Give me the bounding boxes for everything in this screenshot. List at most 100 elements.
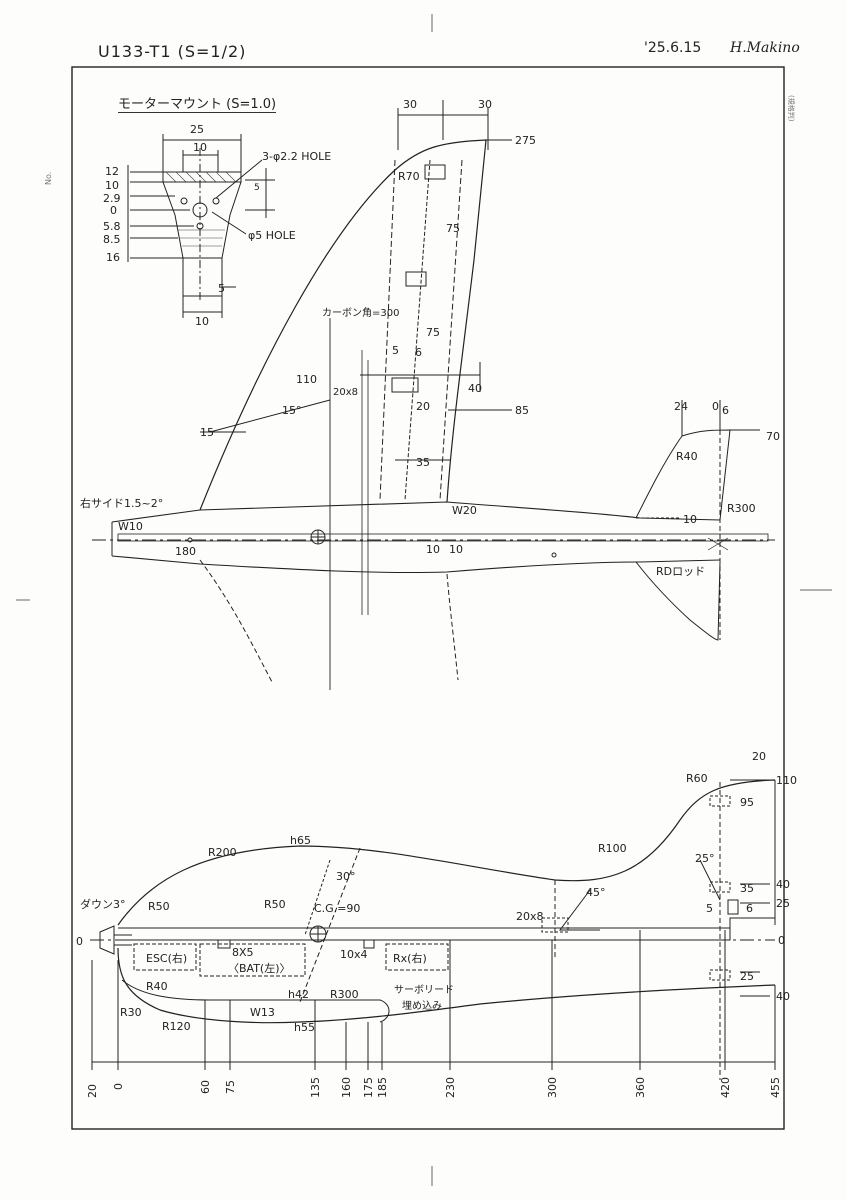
- label-10-a: 10: [426, 543, 440, 556]
- label-r70: R70: [398, 170, 420, 183]
- label-30-left: 30: [403, 98, 417, 111]
- side-label-6: 6: [746, 902, 753, 915]
- label-15: 15: [200, 426, 214, 439]
- side-label-8x5: 8X5: [232, 946, 254, 959]
- label-rd-rod: RDロッド: [656, 565, 705, 578]
- label-10-c: 10: [683, 513, 697, 526]
- side-label-10x4: 10x4: [340, 948, 368, 961]
- side-label-h65: h65: [290, 834, 311, 847]
- mm-hole-center-label: φ5 HOLE: [248, 229, 296, 242]
- mm-dim-10: 10: [105, 179, 119, 192]
- side-label-down-thrust: ダウン3°: [80, 897, 126, 911]
- label-r300-plan: R300: [727, 502, 756, 515]
- mm-dim-16: 16: [106, 251, 120, 264]
- side-label-95: 95: [740, 796, 754, 809]
- drawing-date: '25.6.15: [644, 40, 702, 56]
- station-20: 20: [86, 1084, 99, 1098]
- mm-dim-0: 0: [110, 204, 117, 217]
- label-75-b: 75: [426, 326, 440, 339]
- station-135: 135: [309, 1077, 322, 1098]
- mm-dim-2-9: 2.9: [103, 192, 121, 205]
- side-label-35: 35: [740, 882, 754, 895]
- label-carbon-rod: カーボン角=300: [322, 307, 399, 319]
- side-label-esc: ESC(右): [146, 951, 187, 965]
- side-label-45deg: 45°: [586, 886, 606, 899]
- label-275: 275: [515, 134, 536, 147]
- side-label-servo-lead: サーボリード: [394, 984, 454, 996]
- author-signature: H.Makino: [730, 40, 800, 56]
- side-label-h55: h55: [294, 1021, 315, 1034]
- mm-dim-5: 5: [218, 282, 225, 295]
- side-view: [90, 779, 776, 1080]
- side-label-r200: R200: [208, 846, 237, 859]
- side-label-r40: R40: [146, 980, 168, 993]
- mm-dim-12: 12: [105, 165, 119, 178]
- label-w10: W10: [118, 520, 143, 533]
- side-label-r50-b: R50: [264, 898, 286, 911]
- side-label-110: 110: [776, 774, 797, 787]
- mm-hole-small-label: 3-φ2.2 HOLE: [262, 150, 331, 163]
- station-360: 360: [634, 1077, 647, 1098]
- label-35: 35: [416, 456, 430, 469]
- mm-dim-8-5: 8.5: [103, 233, 121, 246]
- station-185: 185: [376, 1077, 389, 1098]
- side-label-30deg: 30°: [336, 870, 356, 883]
- side-label-r120: R120: [162, 1020, 191, 1033]
- mm-dim-5-right: 5: [254, 183, 260, 193]
- label-24: 24: [674, 400, 688, 413]
- mm-dim-25: 25: [190, 123, 204, 136]
- label-110: 110: [296, 373, 317, 386]
- station-75: 75: [224, 1080, 237, 1094]
- side-label-20x8: 20x8: [516, 910, 544, 923]
- drawing-border: [71, 66, 785, 1130]
- side-label-r30: R30: [120, 1006, 142, 1019]
- side-label-40-top: 40: [776, 878, 790, 891]
- label-6-stab: 6: [722, 404, 729, 417]
- side-label-40-bottom: 40: [776, 990, 790, 1003]
- label-w20: W20: [452, 504, 477, 517]
- mm-dim-10-bottom: 10: [195, 315, 209, 328]
- side-label-r60: R60: [686, 772, 708, 785]
- mm-dim-5-8: 5.8: [103, 220, 121, 233]
- label-40: 40: [468, 382, 482, 395]
- label-20: 20: [416, 400, 430, 413]
- label-70: 70: [766, 430, 780, 443]
- label-85: 85: [515, 404, 529, 417]
- side-label-25-bottom: 25: [740, 970, 754, 983]
- motor-mount-title: モーターマウント (S=1.0): [118, 93, 277, 113]
- side-label-0-right: 0: [778, 934, 785, 947]
- station-60: 60: [199, 1080, 212, 1094]
- side-label-r100: R100: [598, 842, 627, 855]
- drawing-title: U133-T1 (S=1/2): [98, 42, 247, 61]
- label-180: 180: [175, 545, 196, 558]
- label-0: 0: [712, 400, 719, 413]
- mm-dim-10-top: 10: [193, 141, 207, 154]
- station-175: 175: [362, 1077, 375, 1098]
- side-label-25deg: 25°: [695, 852, 715, 865]
- side-label-r50-a: R50: [148, 900, 170, 913]
- side-label-0-left: 0: [76, 935, 83, 948]
- side-label-h42: h42: [288, 988, 309, 1001]
- label-10-b: 10: [449, 543, 463, 556]
- side-label-r300: R300: [330, 988, 359, 1001]
- plan-view: [92, 100, 775, 690]
- station-0: 0: [112, 1083, 125, 1090]
- side-label-25-top: 25: [776, 897, 790, 910]
- side-label-rx: Rx(右): [393, 951, 427, 965]
- label-right-side: 右サイド1.5~2°: [80, 496, 163, 510]
- label-r40-plan: R40: [676, 450, 698, 463]
- side-label-cg: C.G.=90: [314, 902, 360, 915]
- label-5: 5: [392, 344, 399, 357]
- station-300: 300: [546, 1077, 559, 1098]
- side-label-bat: 〈BAT(左)〉: [228, 962, 291, 975]
- station-160: 160: [340, 1077, 353, 1098]
- side-label-w13: W13: [250, 1006, 275, 1019]
- label-75-a: 75: [446, 222, 460, 235]
- station-455: 455: [769, 1077, 782, 1098]
- label-6: 6: [415, 346, 422, 359]
- side-label-20: 20: [752, 750, 766, 763]
- label-20x8: 20x8: [333, 387, 358, 398]
- side-label-5: 5: [706, 902, 713, 915]
- motor-mount-detail: [127, 134, 275, 318]
